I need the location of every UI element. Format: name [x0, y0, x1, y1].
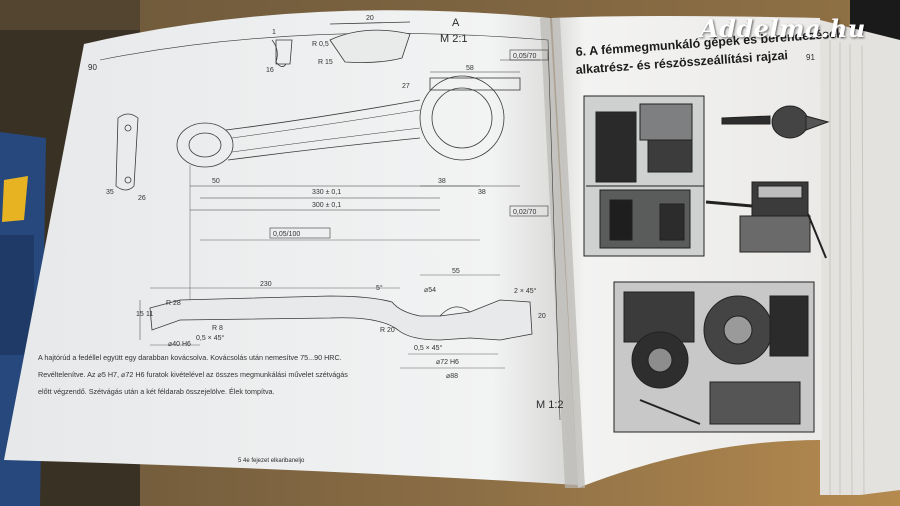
dim-chamfer-left: 0,5 × 45° [196, 334, 224, 342]
vise-illustration [705, 181, 827, 259]
dim-ang5: 5° [376, 284, 383, 292]
dim-1: 1 [272, 29, 276, 36]
dim-230: 230 [260, 281, 272, 288]
dim-20b: 20 [538, 313, 546, 320]
note-line-3: előtt végzendő. Szétvágás után a két fél… [38, 387, 275, 396]
dim-27: 27 [402, 83, 410, 90]
dim-r28: R 28 [166, 300, 181, 307]
dim-two45: 2 × 45° [514, 287, 537, 295]
dim-20: 20 [366, 15, 374, 22]
dim-11: 11 [146, 311, 153, 318]
note-line-1: A hajtórúd a fedéllel együtt egy darabba… [38, 353, 342, 362]
dim-chamfer-right: 0,5 × 45° [414, 344, 442, 352]
tol-2: 0,05/100 [273, 231, 300, 238]
dim-26: 26 [138, 195, 146, 202]
dim-16: 16 [266, 67, 274, 74]
detail-label: A [452, 17, 460, 29]
dim-35: 35 [106, 189, 114, 196]
tol-1: 0,05/70 [513, 53, 536, 60]
gear-mechanism-illustration [613, 281, 815, 433]
dim-55: 55 [452, 268, 460, 275]
main-scale: M 1:2 [536, 399, 564, 411]
right-page-number: 91 [806, 53, 815, 62]
left-page-number: 90 [88, 63, 97, 72]
dim-phi54: ⌀54 [424, 287, 436, 294]
tol-3: 0,02/70 [513, 209, 536, 216]
dim-330: 330 ± 0,1 [312, 189, 341, 196]
dim-38a: 38 [438, 178, 446, 185]
detail-scale: M 2:1 [440, 33, 468, 45]
dim-r20: R 20 [380, 327, 395, 334]
lathe-illustration [583, 95, 705, 257]
dim-50: 50 [212, 178, 220, 185]
dim-phi88: ⌀88 [446, 373, 458, 380]
dim-58: 58 [466, 65, 474, 72]
dim-r05: R 0,5 [312, 41, 329, 48]
watermark-logo: Addelma.hu [700, 14, 866, 43]
dim-300: 300 ± 0,1 [312, 202, 341, 209]
dim-38b: 38 [478, 189, 486, 196]
dim-r8: R 8 [212, 325, 223, 332]
dim-15: 15 [136, 311, 144, 318]
note-line-2: Revéltelenítve. Az ⌀5 H7, ⌀72 H6 furatok… [38, 370, 348, 379]
dim-r15: R 15 [318, 59, 333, 66]
dim-phi40: ⌀40 H6 [168, 341, 191, 348]
dim-phi72: ⌀72 H6 [436, 359, 459, 366]
live-center-illustration [721, 105, 830, 139]
left-page-footer: 5 4e fejezet elkaribaneljo [238, 458, 305, 464]
